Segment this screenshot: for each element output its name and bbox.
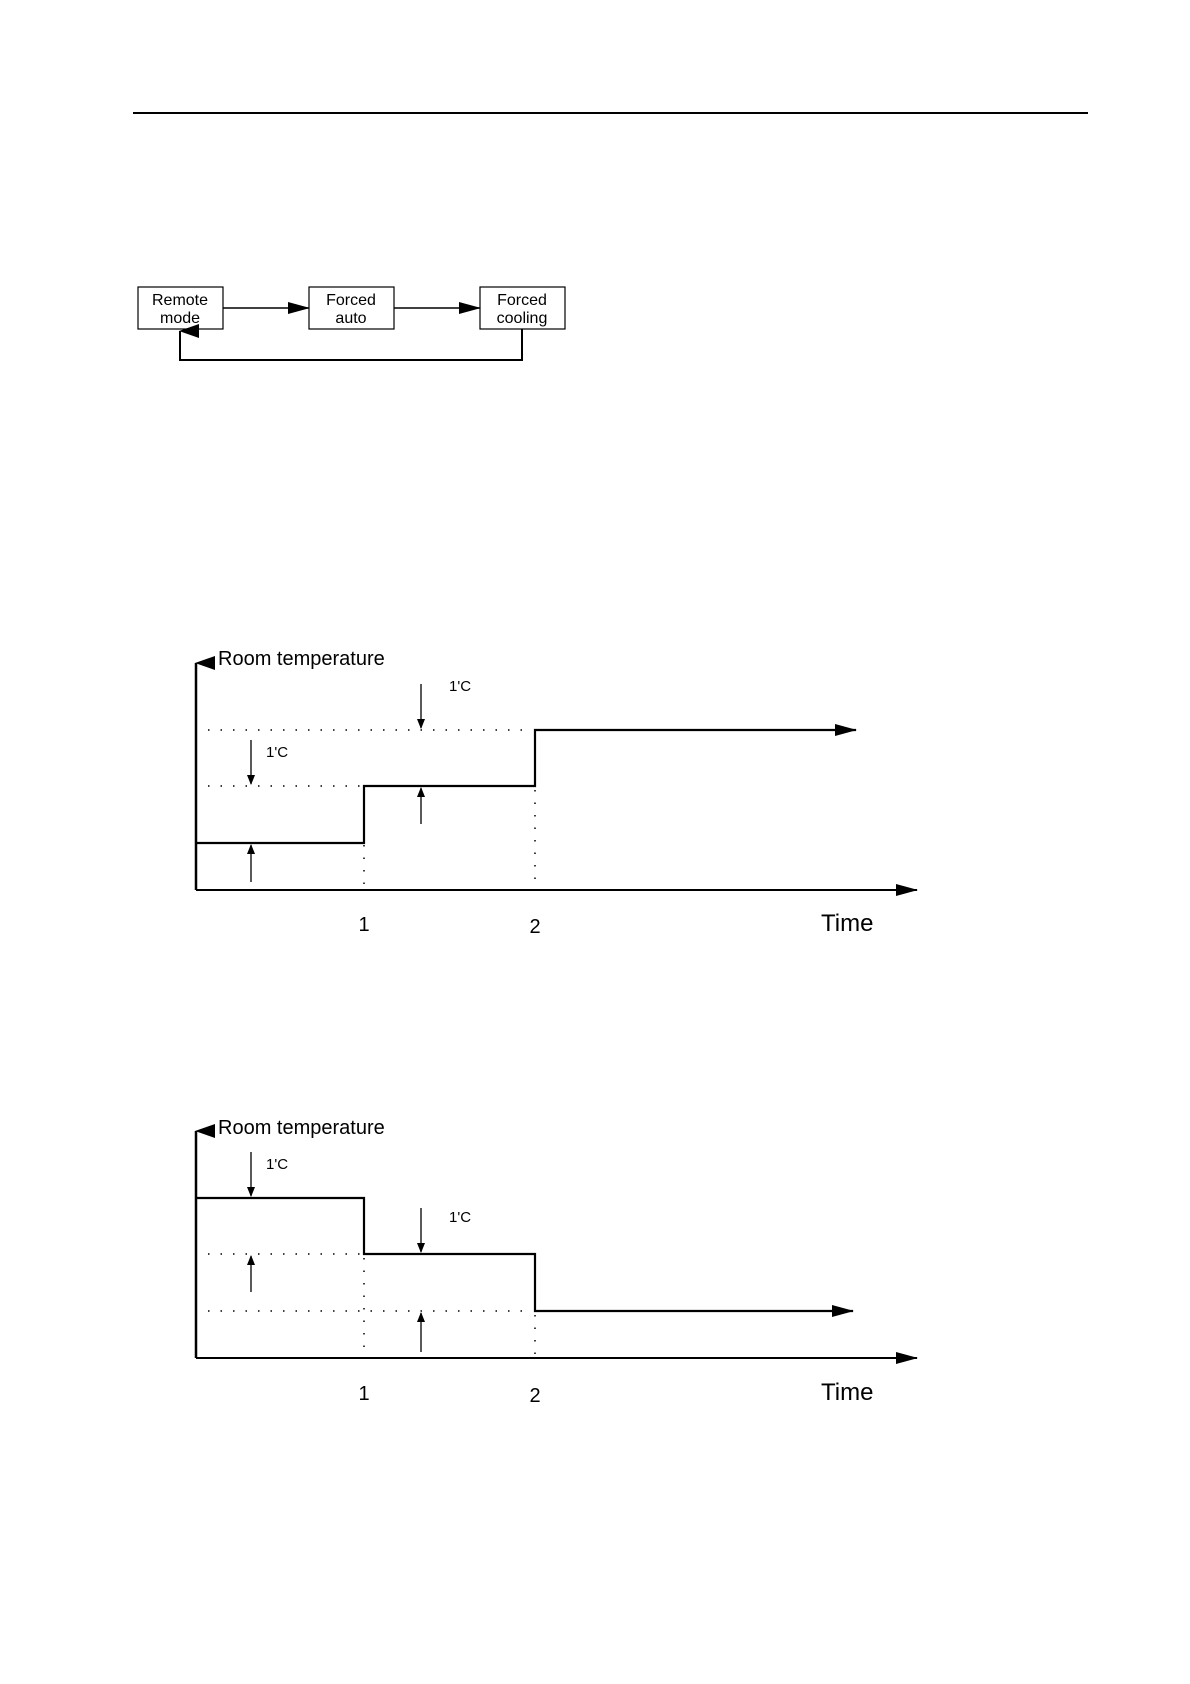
temperature-step-line: [196, 1198, 853, 1311]
tick-2: 2: [529, 1385, 540, 1407]
forced-auto-line2: auto: [335, 310, 366, 327]
delta-label-upper: 1'C: [266, 1156, 288, 1173]
y-axis-label: Room temperature: [218, 1117, 385, 1139]
delta-label-lower: 1'C: [266, 744, 288, 761]
tick-1: 1: [358, 1383, 369, 1405]
mode-cycle-diagram: Remote mode Forced auto Forced cooling: [138, 287, 565, 360]
tick-2: 2: [529, 916, 540, 938]
graph-rising: Room temperature 1 2 Time 1'C 1'C: [196, 648, 917, 938]
arrow-cooling-to-remote: [180, 329, 522, 360]
graph-falling: Room temperature 1 2 Time 1'C 1'C: [196, 1117, 917, 1407]
y-axis-label: Room temperature: [218, 648, 385, 670]
forced-auto-line1: Forced: [326, 292, 376, 309]
delta-label-lower: 1'C: [449, 1209, 471, 1226]
remote-mode-line2: mode: [160, 310, 200, 327]
x-axis-label: Time: [821, 1379, 873, 1406]
forced-cooling-line1: Forced: [497, 292, 547, 309]
forced-cooling-line2: cooling: [497, 310, 548, 327]
x-axis-label: Time: [821, 910, 873, 937]
temperature-step-line: [196, 730, 856, 843]
delta-label-upper: 1'C: [449, 678, 471, 695]
tick-1: 1: [358, 914, 369, 936]
remote-mode-line1: Remote: [152, 292, 208, 309]
